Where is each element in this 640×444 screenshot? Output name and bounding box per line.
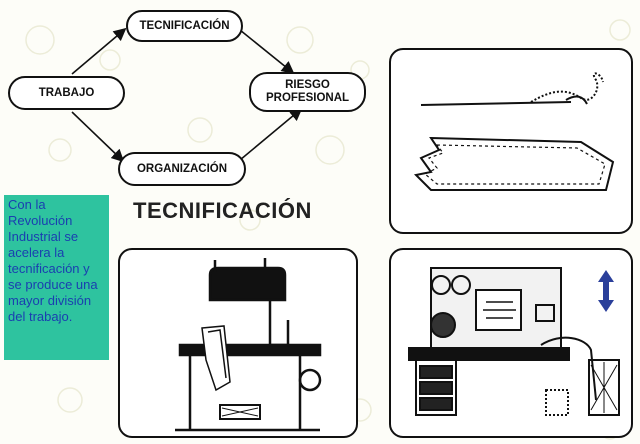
needle-fabric-icon	[413, 72, 615, 191]
node-trabajo-label: TRABAJO	[38, 86, 95, 99]
panel-industrial-workstation	[389, 248, 633, 438]
industrial-workstation-icon	[408, 267, 620, 416]
node-tecnificacion-label: TECNIFICACIÓN	[139, 19, 230, 32]
up-down-arrow-icon	[598, 270, 614, 312]
page-title: TECNIFICACIÓN	[133, 198, 312, 223]
node-tecnificacion: TECNIFICACIÓN	[126, 10, 243, 42]
arrow-tecnificacion-to-riesgo	[239, 29, 295, 75]
arrow-trabajo-to-organizacion	[71, 111, 125, 163]
node-trabajo: TRABAJO	[8, 76, 125, 110]
panel-needle-fabric	[389, 48, 633, 234]
arrow-organizacion-to-riesgo	[239, 107, 303, 161]
node-riesgo-profesional: RIESGO PROFESIONAL	[249, 72, 366, 112]
node-organizacion: ORGANIZACIÓN	[118, 152, 246, 186]
panel-sewing-machine	[118, 248, 358, 438]
info-box: Con la Revolución Industrial se acelera …	[4, 195, 109, 360]
arrow-trabajo-to-tecnificacion	[71, 27, 127, 75]
info-box-text: Con la Revolución Industrial se acelera …	[8, 197, 98, 324]
node-riesgo-label-line1: RIESGO	[285, 79, 330, 91]
flow-arrows	[71, 27, 303, 163]
node-organizacion-label: ORGANIZACIÓN	[136, 162, 228, 175]
node-riesgo-label-line2: PROFESIONAL	[265, 92, 350, 104]
sewing-machine-icon	[175, 258, 322, 432]
